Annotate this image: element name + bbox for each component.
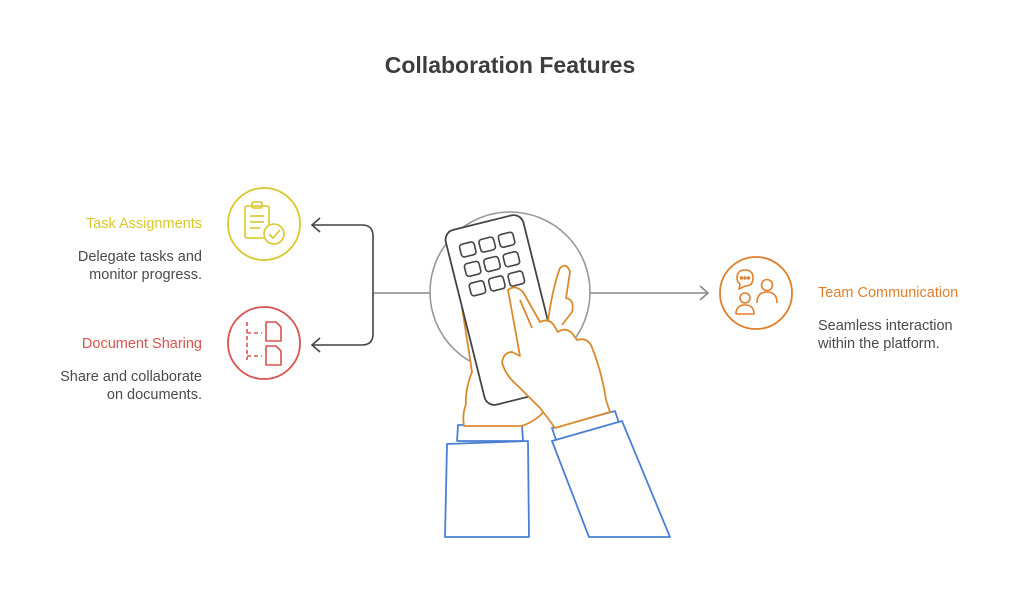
people-chat-icon (735, 269, 778, 315)
left-sleeve (444, 440, 530, 538)
task-assignments-heading: Task Assignments (85, 216, 202, 232)
document-icon-circle (227, 306, 301, 380)
task-icon-circle (227, 187, 301, 261)
arrowhead-team (699, 285, 710, 301)
document-sharing-icon-group (227, 306, 301, 380)
team-communication-heading: Team Communication (818, 285, 959, 301)
arrowhead-task (310, 217, 321, 233)
connectors (310, 217, 710, 353)
team-communication-icon-group (719, 256, 793, 330)
sleeves (444, 410, 671, 538)
phone-keys (458, 231, 526, 297)
task-assignments-description: Delegate tasks and monitor progress. (77, 249, 202, 283)
right-hand (501, 264, 611, 429)
clipboard-check-icon (244, 201, 285, 245)
arrowhead-document (310, 337, 321, 353)
left-cuff (456, 424, 524, 442)
documents-icon (246, 321, 282, 366)
team-icon-circle (719, 256, 793, 330)
document-sharing-heading: Document Sharing (81, 336, 202, 352)
team-communication-description: Seamless interaction within the platform… (818, 318, 953, 352)
connector-branch (312, 224, 374, 346)
document-sharing-description: Share and collaborate on documents. (60, 369, 202, 403)
diagram-title: Collaboration Features (384, 52, 636, 78)
right-sleeve (551, 420, 671, 538)
task-assignments-icon-group (227, 187, 301, 261)
